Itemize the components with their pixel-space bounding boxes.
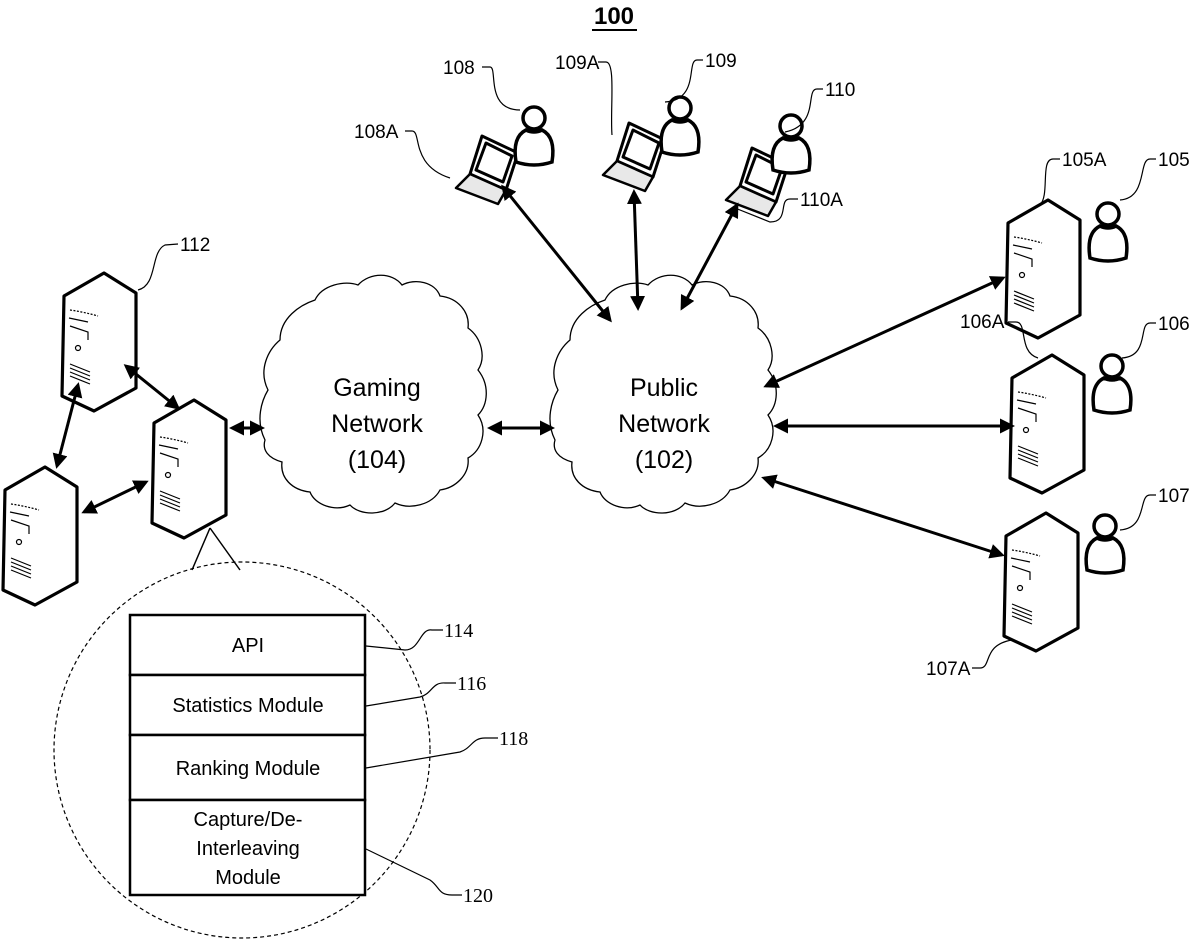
leader-line [366,849,462,895]
module-statistics-ref: 116 [457,673,486,695]
leader-line [366,683,456,706]
public-network-cloud: Public Network (102) [550,275,776,513]
person-icon [661,97,699,155]
device-ref-109a: 109A [555,53,600,74]
leader-line [366,738,498,768]
person-icon [1093,355,1131,413]
server-icon [1004,513,1078,651]
laptop-user-109: 109A 109 [555,51,737,191]
user-ref-107: 107 [1158,486,1190,507]
device-ref-110a: 110A [800,190,843,211]
server-user-107: 107 107A [926,486,1190,680]
gaming-network-label-line2: Network [331,410,423,438]
module-statistics-label: Statistics Module [172,695,323,717]
figure-number: 100 [594,3,634,30]
server-icon [1006,200,1080,338]
gaming-network-label-line1: Gaming [333,374,421,402]
leader-line [972,640,1012,668]
leader-line [665,60,703,102]
device-ref-105a: 105A [1062,150,1107,171]
leader-line [1040,159,1060,205]
public-network-label-line2: Network [618,410,710,438]
gaming-network-cloud: Gaming Network (104) [260,275,486,513]
person-icon [1089,203,1127,261]
module-capture-label-line2: Interleaving [196,838,299,860]
gaming-server-ref: 112 [180,235,210,256]
user-ref-106: 106 [1158,314,1190,335]
module-capture-label-line1: Capture/De- [194,809,303,831]
leader-line [1120,495,1156,530]
server-icon [152,400,226,538]
user-ref-110: 110 [825,80,855,101]
module-capture-label-line3: Module [215,867,281,889]
public-network-label-line3: (102) [635,446,693,474]
user-ref-108: 108 [443,58,475,79]
leader-line [598,62,612,135]
laptop-user-108: 108 108A [354,58,553,204]
user-ref-105: 105 [1158,150,1190,171]
person-icon [772,115,810,173]
connection-arrow [503,187,610,320]
module-ranking-ref: 118 [499,728,528,750]
module-api-label: API [232,635,264,657]
server-icon [3,467,77,605]
device-ref-107a: 107A [926,659,971,680]
server-icon [62,273,136,411]
server-user-105: 105A 105 [1006,150,1190,338]
leader-line [405,131,450,178]
module-ranking-label: Ranking Module [176,758,321,780]
laptop-user-110: 110 110A [726,80,855,222]
module-capture-ref: 120 [463,885,493,907]
gaming-server-cluster: 112 [3,235,226,605]
device-ref-106a: 106A [960,312,1005,333]
person-icon [515,107,553,165]
leader-line [482,67,520,110]
leader-line [366,630,443,650]
server-user-106: 106A 106 [960,312,1190,493]
user-ref-109: 109 [705,51,737,72]
connection-arrow [764,478,1002,555]
leader-line [1122,323,1156,358]
module-stack: API Statistics Module Ranking Module Cap… [130,615,365,895]
gaming-network-label-line3: (104) [348,446,406,474]
module-api-ref: 114 [444,620,473,642]
public-network-label-line1: Public [630,374,698,402]
leader-line [138,244,178,290]
device-ref-108a: 108A [354,122,399,143]
leader-line [1120,159,1156,200]
connection-arrow [84,482,146,512]
server-icon [1010,355,1084,493]
callout-line [192,528,210,570]
person-icon [1086,515,1124,573]
